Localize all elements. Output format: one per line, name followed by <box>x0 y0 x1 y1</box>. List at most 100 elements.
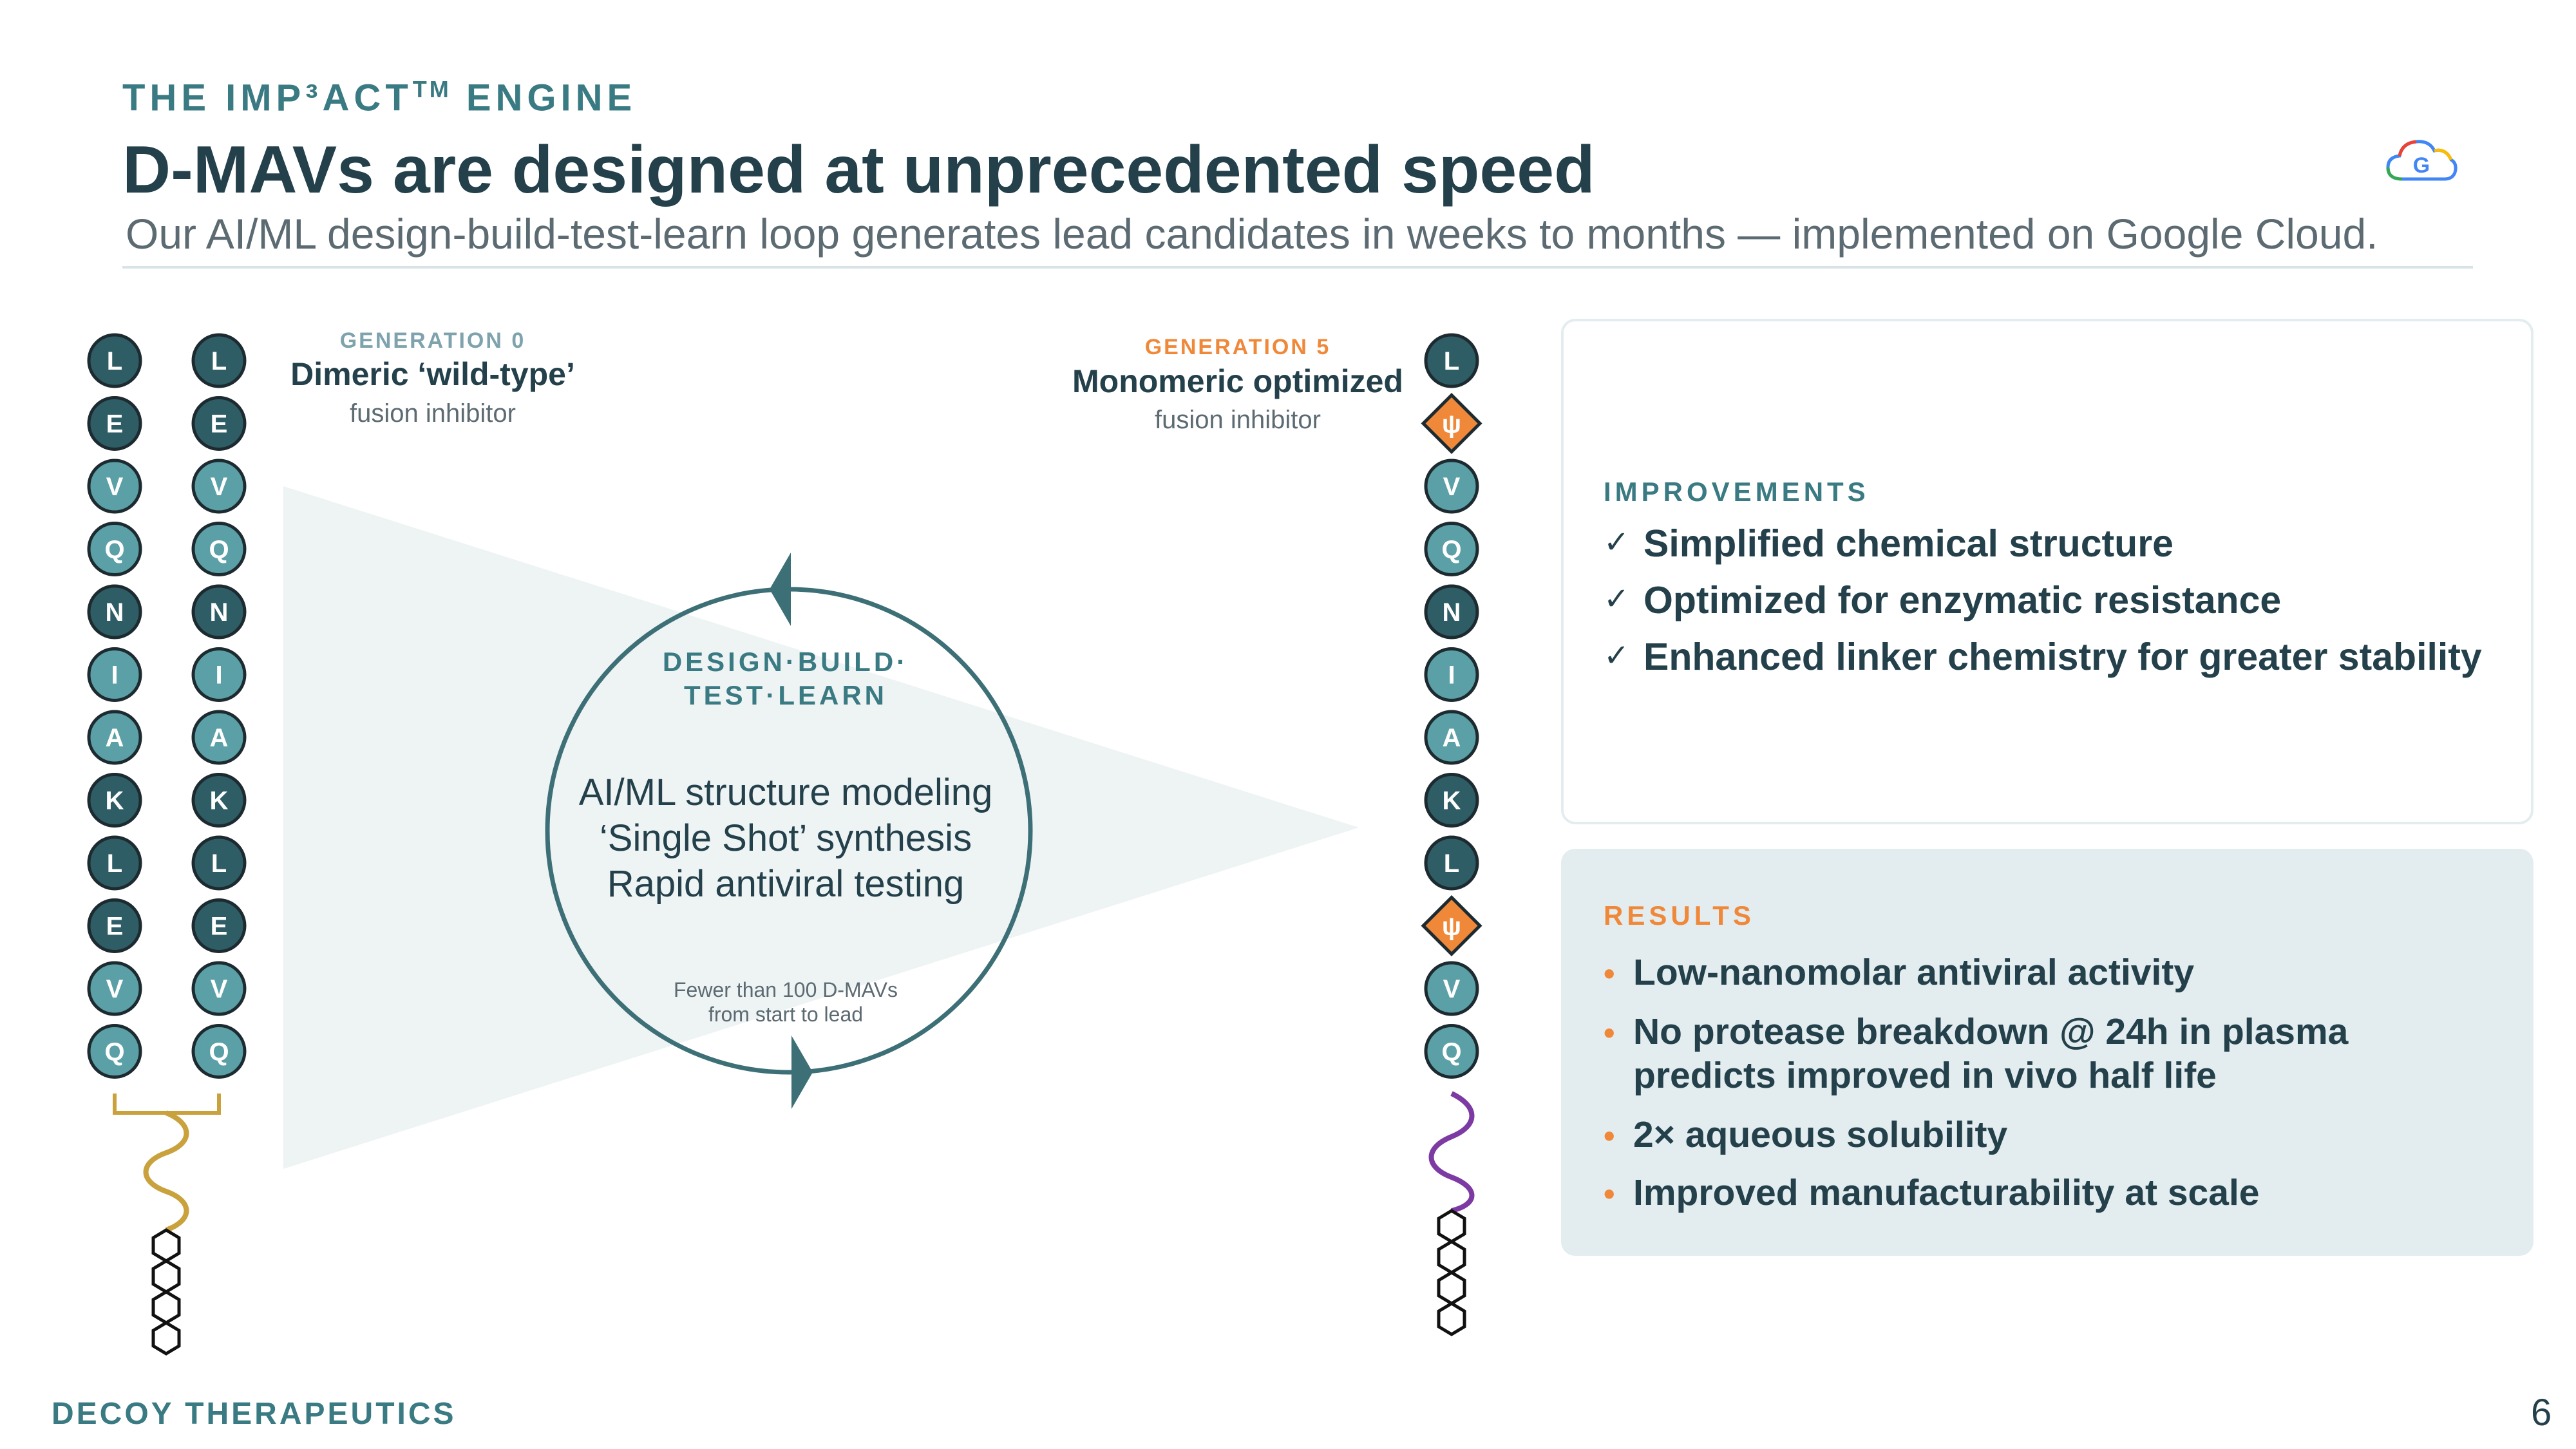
loop-note-line1: Fewer than 100 D-MAVs <box>674 978 898 1001</box>
gen0-hexagon-chain <box>151 1228 181 1356</box>
gen0-right-residue-letter-0: L <box>211 347 227 375</box>
gen5-residue-2 <box>1424 459 1479 514</box>
gen5-residue-8 <box>1424 835 1479 891</box>
improvement-item: ✓Simplified chemical structure <box>1604 522 2174 565</box>
loop-kicker-line1: DESIGN·BUILD· <box>662 647 909 677</box>
gen5-residue-letter-6: A <box>1443 724 1461 752</box>
gen5-residue-letter-1: ψ <box>1442 410 1461 439</box>
gen0-right-residue-5 <box>191 647 247 702</box>
gen0-right-residue-10 <box>191 961 247 1016</box>
gen0-right-residue-7 <box>191 773 247 828</box>
gen0-left-residue-9 <box>87 898 142 953</box>
gen0-left-residue-letter-10: V <box>106 975 124 1003</box>
gen0-left-residue-letter-0: L <box>107 347 122 375</box>
bullet-icon: • <box>1604 1176 1615 1212</box>
gen5-residue-11 <box>1424 1024 1479 1079</box>
gen0-right-residue-letter-5: I <box>215 661 222 690</box>
gen0-left-residue-letter-9: E <box>106 913 124 941</box>
loop-kicker: DESIGN·BUILD· TEST·LEARN <box>618 645 953 712</box>
gen5-residue-letter-8: L <box>1444 849 1459 878</box>
loop-step: ‘Single Shot’ synthesis <box>599 817 972 859</box>
gen0-right-residue-letter-6: A <box>210 724 229 752</box>
gen0-left-residue-7 <box>87 773 142 828</box>
gen0-right-residue-11 <box>191 1024 247 1079</box>
gen5-residue-letter-7: K <box>1443 787 1461 815</box>
gen5-residue-0 <box>1424 333 1479 388</box>
bullet-icon: • <box>1604 956 1615 992</box>
gen0-right-residue-1 <box>191 396 247 451</box>
loop-arrow-top-icon <box>770 553 791 626</box>
improvement-item: ✓ Optimized for enzymatic resistance <box>1604 578 2281 622</box>
gen0-right-residue-letter-8: L <box>211 849 227 878</box>
gen0-left-residue-letter-3: Q <box>104 536 124 564</box>
gen0-left-residue-0 <box>87 333 142 388</box>
gen0-left-residue-letter-8: L <box>107 849 122 878</box>
gen0-label: GENERATION 0 <box>339 328 526 353</box>
gen0-left-residue-8 <box>87 835 142 891</box>
gen0-left-residue-letter-6: A <box>106 724 124 752</box>
gen0-right-residue-letter-9: E <box>211 913 228 941</box>
gen5-residue-letter-3: Q <box>1441 536 1461 564</box>
gen5-hexagon-chain <box>1437 1209 1466 1336</box>
check-icon: ✓ <box>1604 582 1630 616</box>
improvement-text: Enhanced linker chemistry for greater st… <box>1643 636 2482 678</box>
gen0-left-residue-4 <box>87 584 142 639</box>
gen0-left-residue-11 <box>87 1024 142 1079</box>
improvements-heading: IMPROVEMENTS <box>1604 477 1870 507</box>
results-heading: RESULTS <box>1604 900 1755 931</box>
result-text: Improved manufacturability at scale <box>1633 1172 2260 1213</box>
gen0-right-residue-9 <box>191 898 247 953</box>
bullet-icon: • <box>1604 1015 1615 1051</box>
gen5-residue-4 <box>1424 584 1479 639</box>
gen5-psi-residue-1 <box>1421 392 1482 455</box>
result-item: •2× aqueous solubility <box>1604 1113 2007 1157</box>
improvement-item: ✓ Enhanced linker chemistry for greater s… <box>1604 635 2482 679</box>
kicker-text: THE IMP³ACT <box>122 77 413 119</box>
improvement-text: Optimized for enzymatic resistance <box>1643 579 2282 621</box>
gen0-name: Dimeric ‘wild-type’ <box>290 356 575 392</box>
gen5-residue-letter-10: V <box>1443 975 1461 1003</box>
gen0-left-residue-2 <box>87 459 142 514</box>
check-icon: ✓ <box>1604 639 1630 673</box>
gen5-residue-letter-0: L <box>1444 347 1459 375</box>
kicker-suffix: ENGINE <box>451 77 637 119</box>
gen5-residue-letter-11: Q <box>1441 1038 1461 1066</box>
bullet-icon: • <box>1604 1118 1615 1154</box>
gen0-right-residue-8 <box>191 835 247 891</box>
gen5-residue-letter-2: V <box>1443 473 1461 501</box>
gen0-right-residue-letter-1: E <box>211 410 228 439</box>
gen5-residue-3 <box>1424 522 1479 576</box>
gen0-left-residue-3 <box>87 522 142 576</box>
gen0-left-residue-5 <box>87 647 142 702</box>
purple-linker-wave <box>1428 1091 1475 1213</box>
gen5-residue-letter-9: ψ <box>1442 913 1461 941</box>
gen0-right-residue-2 <box>191 459 247 514</box>
page-subtitle: Our AI/ML design-build-test-learn loop g… <box>126 210 2378 258</box>
loop-kicker-line2: TEST·LEARN <box>684 680 887 710</box>
gen0-right-residue-letter-4: N <box>210 598 229 627</box>
gen5-label: GENERATION 5 <box>1144 335 1331 359</box>
gen5-name: Monomeric optimized <box>1072 363 1403 399</box>
gen0-right-residue-letter-7: K <box>210 787 229 815</box>
gen0-left-residue-1 <box>87 396 142 451</box>
loop-step: Rapid antiviral testing <box>607 863 965 905</box>
result-text: No protease breakdown @ 24h in plasma <box>1633 1011 2349 1052</box>
result-text-continued: predicts improved in vivo half life <box>1633 1055 2217 1096</box>
gen5-sub: fusion inhibitor <box>1155 406 1321 434</box>
gen0-right-residue-letter-10: V <box>211 975 228 1003</box>
improvements-card <box>1561 319 2533 824</box>
loop-steps: AI/ML structure modeling ‘Single Shot’ s… <box>554 770 1018 907</box>
gen5-residue-6 <box>1424 710 1479 765</box>
google-cloud-letter: G <box>2413 153 2430 178</box>
gen0-left-residue-letter-1: E <box>106 410 124 439</box>
gen0-left-residue-letter-7: K <box>106 787 124 815</box>
gen0-right-residue-3 <box>191 522 247 576</box>
gen0-right-residue-letter-11: Q <box>209 1038 229 1066</box>
section-kicker: THE IMP³ACTTM ENGINE <box>122 76 636 119</box>
loop-note-line2: from start to lead <box>708 1003 864 1026</box>
